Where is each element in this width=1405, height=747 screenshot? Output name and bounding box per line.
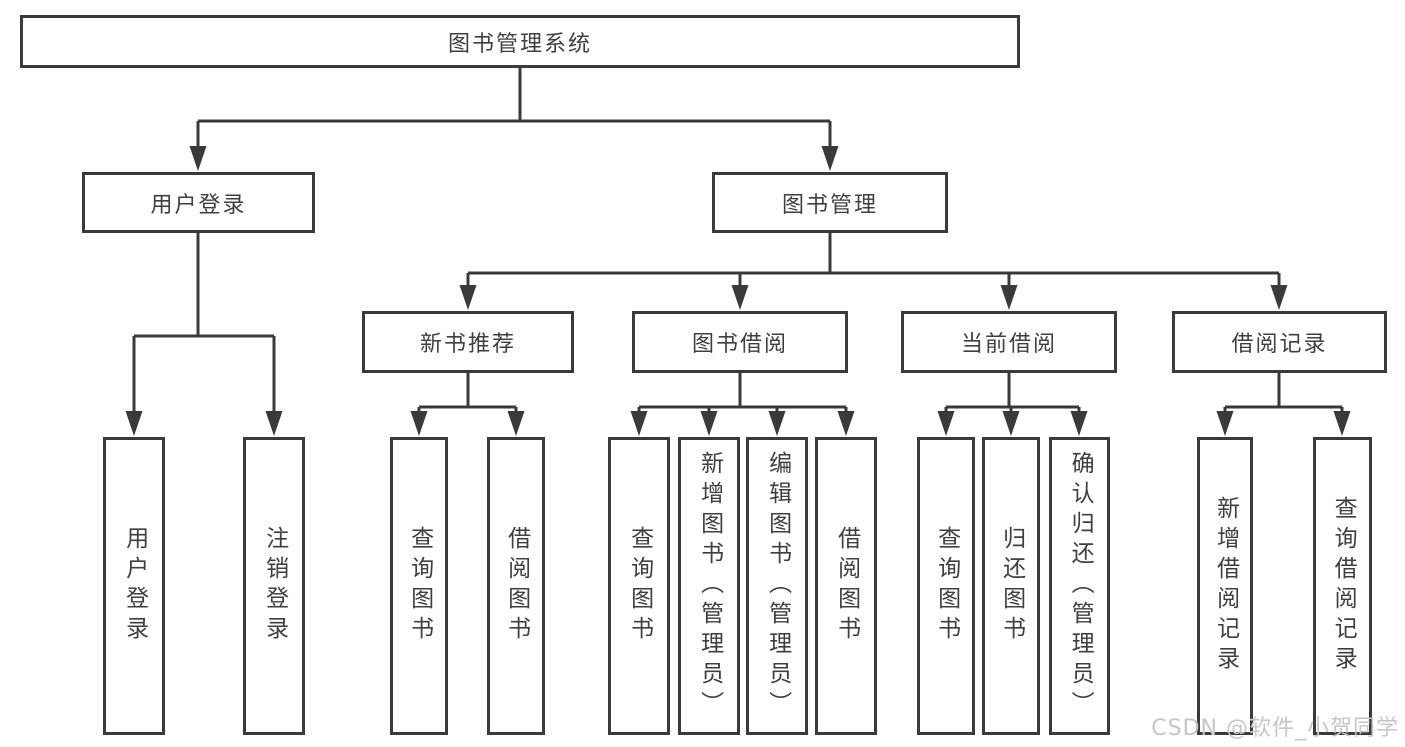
- leaf-borrow-edit-books-admin: 编辑图书（管理员）: [746, 437, 808, 735]
- leaf-newbook-query-books-label: 查询图书: [406, 526, 433, 646]
- node-current-borrow-label: 当前借阅: [960, 332, 1057, 357]
- leaf-records-add-record: 新增借阅记录: [1197, 437, 1253, 735]
- leaf-borrow-query-books: 查询图书: [608, 437, 670, 735]
- node-user-login-label: 用户登录: [150, 192, 247, 218]
- leaf-current-return-books: 归还图书: [982, 437, 1040, 735]
- connector-paths: [132, 68, 1344, 415]
- leaf-logout: 注销登录: [243, 437, 305, 735]
- node-root: 图书管理系统: [20, 15, 1020, 68]
- leaf-user-login: 用户登录: [103, 437, 165, 735]
- node-new-book-recommend-label: 新书推荐: [419, 332, 516, 357]
- node-borrow-records: 借阅记录: [1172, 311, 1387, 373]
- leaf-borrow-edit-books-admin-label: 编辑图书（管理员）: [764, 451, 791, 721]
- leaf-borrow-query-books-label: 查询图书: [626, 526, 653, 646]
- leaf-borrow-add-books-admin: 新增图书（管理员）: [678, 437, 740, 735]
- leaf-logout-label: 注销登录: [261, 526, 288, 646]
- node-borrow-records-label: 借阅记录: [1231, 332, 1328, 357]
- leaf-current-confirm-return-admin: 确认归还（管理员）: [1049, 437, 1110, 735]
- node-root-label: 图书管理系统: [447, 31, 592, 57]
- leaf-newbook-borrow-books: 借阅图书: [487, 437, 545, 735]
- leaf-newbook-borrow-books-label: 借阅图书: [503, 526, 530, 646]
- leaf-user-login-label: 用户登录: [121, 526, 148, 646]
- node-book-borrow-label: 图书借阅: [691, 332, 788, 357]
- node-book-management-label: 图书管理: [781, 192, 878, 218]
- node-current-borrow: 当前借阅: [901, 311, 1117, 373]
- arrowheads: [125, 146, 1351, 436]
- leaf-borrow-borrow-books-label: 借阅图书: [833, 526, 860, 646]
- leaf-newbook-query-books: 查询图书: [390, 437, 448, 735]
- leaf-records-query-record: 查询借阅记录: [1313, 437, 1372, 735]
- node-new-book-recommend: 新书推荐: [362, 311, 574, 373]
- leaf-current-query-books-label: 查询图书: [933, 526, 960, 646]
- leaf-current-query-books: 查询图书: [917, 437, 975, 735]
- leaf-records-add-record-label: 新增借阅记录: [1212, 496, 1239, 676]
- node-book-borrow: 图书借阅: [632, 311, 848, 373]
- leaf-current-confirm-return-admin-label: 确认归还（管理员）: [1067, 451, 1094, 721]
- node-book-management: 图书管理: [712, 172, 948, 233]
- watermark: CSDN @软件_小贺同学: [1151, 716, 1399, 741]
- leaf-borrow-add-books-admin-label: 新增图书（管理员）: [696, 451, 723, 721]
- leaf-records-query-record-label: 查询借阅记录: [1330, 496, 1357, 676]
- node-user-login: 用户登录: [82, 172, 315, 233]
- leaf-borrow-borrow-books: 借阅图书: [815, 437, 877, 735]
- leaf-current-return-books-label: 归还图书: [998, 526, 1025, 646]
